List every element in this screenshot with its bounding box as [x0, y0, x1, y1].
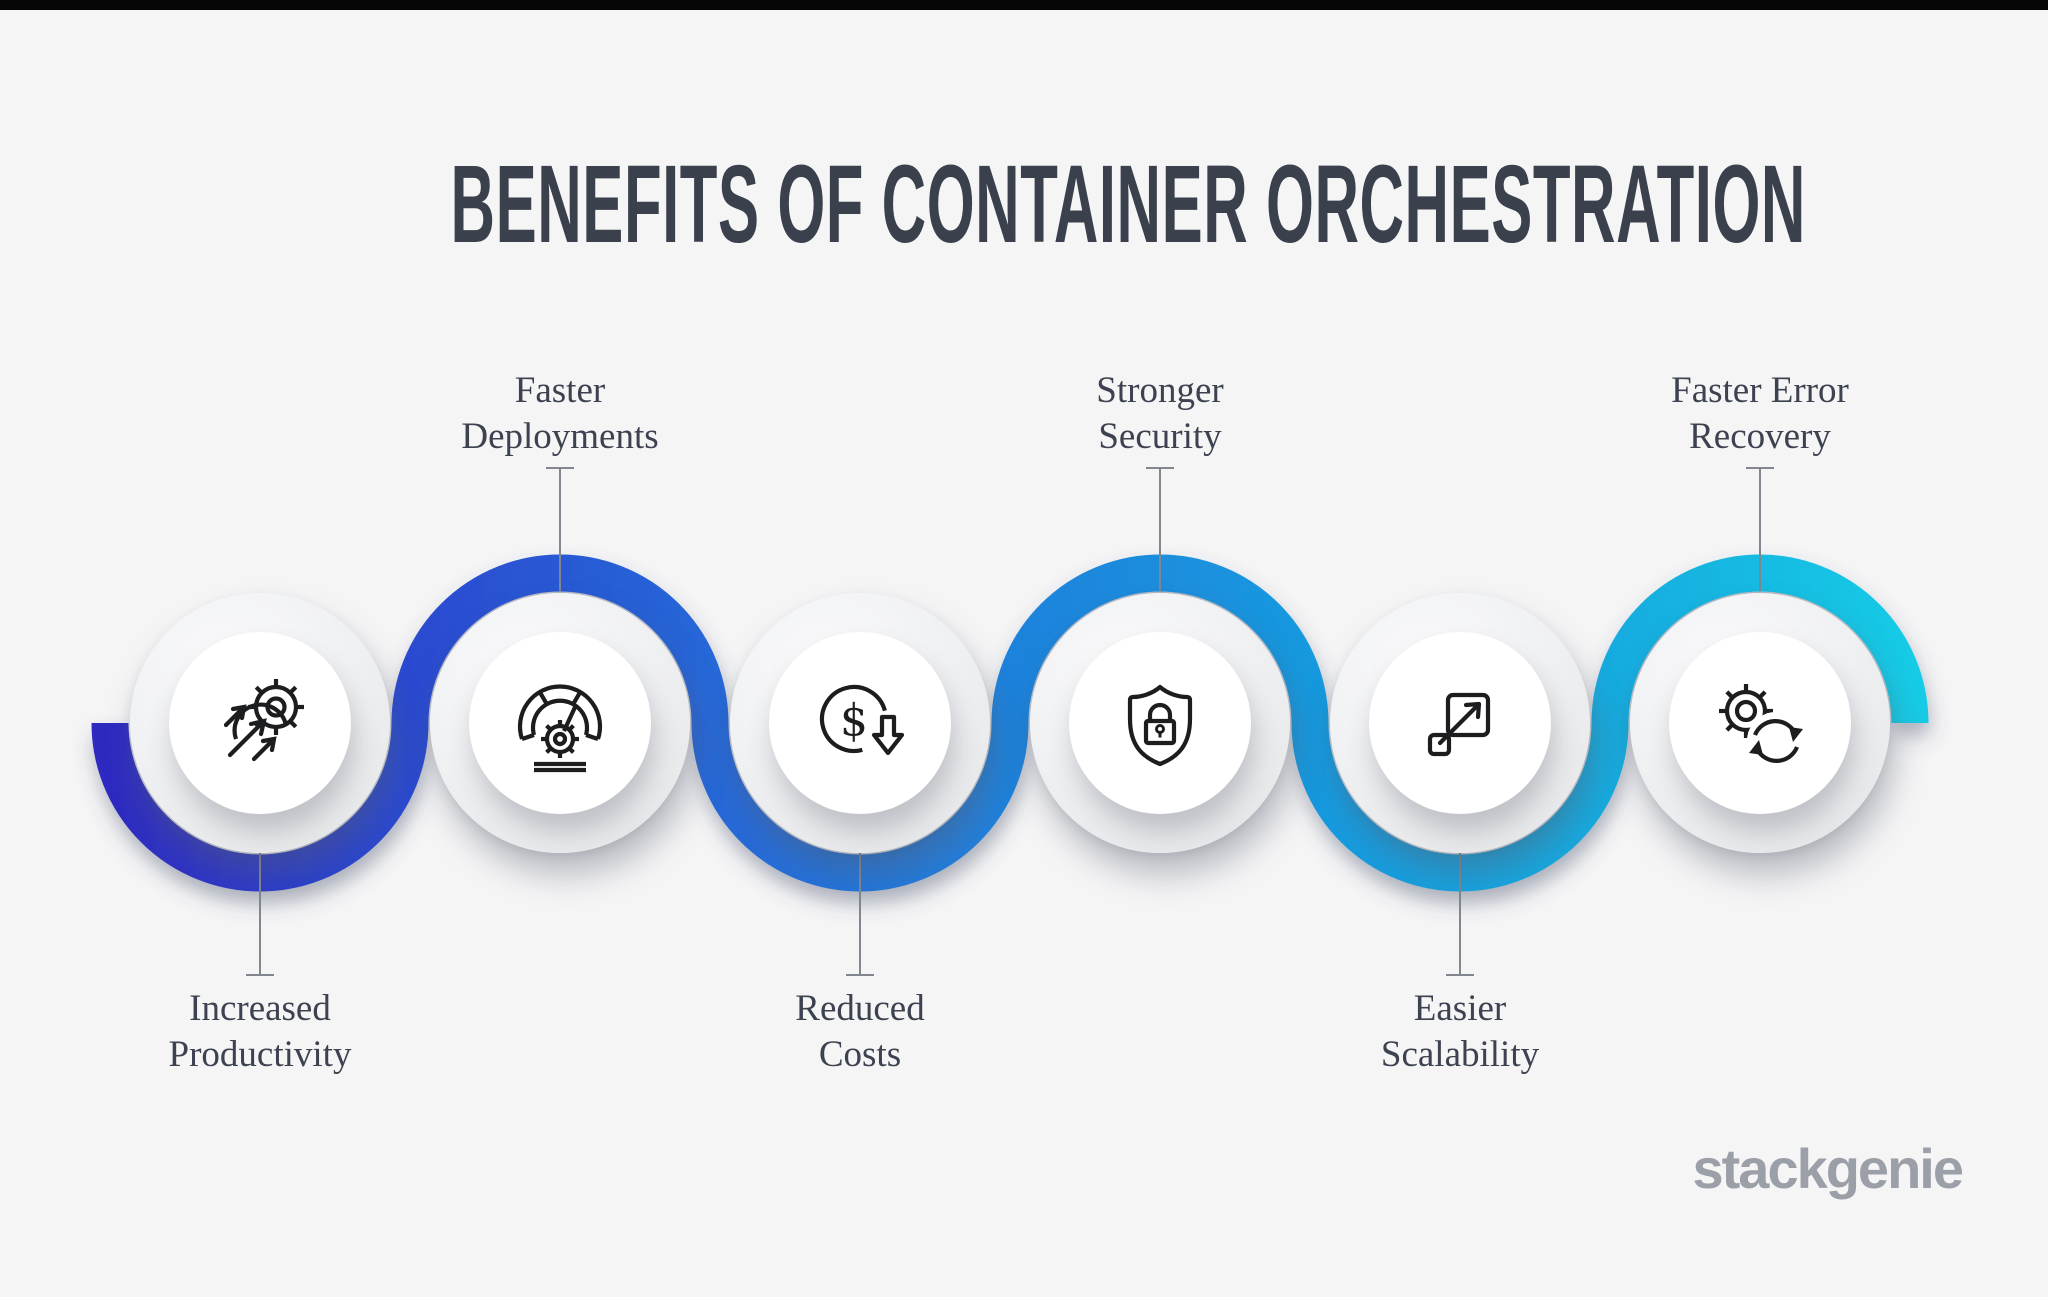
step-label-5-line1: Easier [1413, 988, 1507, 1029]
gear-growth-arrows-icon [223, 679, 304, 762]
step-label-1-line1: Increased [189, 988, 331, 1029]
connector-line [259, 852, 261, 974]
shield-lock-icon [1127, 684, 1193, 767]
connector-tick [1446, 974, 1474, 976]
step-label-2: Faster Deployments [340, 368, 780, 460]
connector-tick [246, 974, 274, 976]
step-circle-2-inner [469, 632, 651, 814]
step-circle-1-inner [169, 632, 351, 814]
step-label-6-line1: Faster Error [1671, 370, 1849, 411]
step-label-4-line2: Security [1098, 416, 1222, 457]
step-label-3-line2: Costs [818, 1034, 902, 1075]
connector-tick [1146, 467, 1174, 469]
step-circle-2 [430, 593, 690, 853]
step-circle-6-inner [1669, 632, 1851, 814]
step-label-6: Faster Error Recovery [1540, 368, 1980, 460]
step-label-2-line2: Deployments [461, 416, 659, 457]
step-circle-1 [130, 593, 390, 853]
wave-ribbon-path [91, 554, 1929, 892]
step-circle-4-inner [1069, 632, 1251, 814]
step-circle-4 [1030, 593, 1290, 853]
step-circle-5 [1330, 593, 1590, 853]
expand-scale-icon [1427, 692, 1491, 757]
step-label-3: Reduced Costs [640, 986, 1080, 1078]
connector-tick [546, 467, 574, 469]
step-circle-3-inner: $ [769, 632, 951, 814]
connector-tick [1746, 467, 1774, 469]
step-label-4-line1: Stronger [1096, 370, 1224, 411]
connector-line [559, 469, 561, 591]
step-circle-6 [1630, 593, 1890, 853]
step-label-5: Easier Scalability [1240, 986, 1680, 1078]
step-label-4: Stronger Security [940, 368, 1380, 460]
top-black-bar [0, 0, 2048, 10]
step-label-6-line2: Recovery [1689, 416, 1831, 457]
step-circle-3: $ [730, 593, 990, 853]
dollar-decrease-icon: $ [819, 684, 905, 756]
step-label-2-line1: Faster [514, 370, 606, 411]
step-circle-5-inner [1369, 632, 1551, 814]
connector-tick [846, 974, 874, 976]
speedometer-gear-icon [517, 684, 603, 773]
step-label-3-line1: Reduced [795, 988, 925, 1029]
connector-line [1159, 469, 1161, 591]
step-label-1-line2: Productivity [168, 1034, 352, 1075]
connector-line [1459, 852, 1461, 974]
gear-sync-icon [1719, 684, 1805, 770]
brand-logo: stackgenie [1692, 1137, 1964, 1200]
connector-line [859, 852, 861, 974]
step-label-1: Increased Productivity [40, 986, 480, 1078]
page-title: BENEFITS OF CONTAINER ORCHESTRATION [450, 143, 1806, 266]
connector-line [1759, 469, 1761, 591]
svg-text:$: $ [840, 696, 868, 747]
step-label-5-line2: Scalability [1380, 1034, 1540, 1075]
